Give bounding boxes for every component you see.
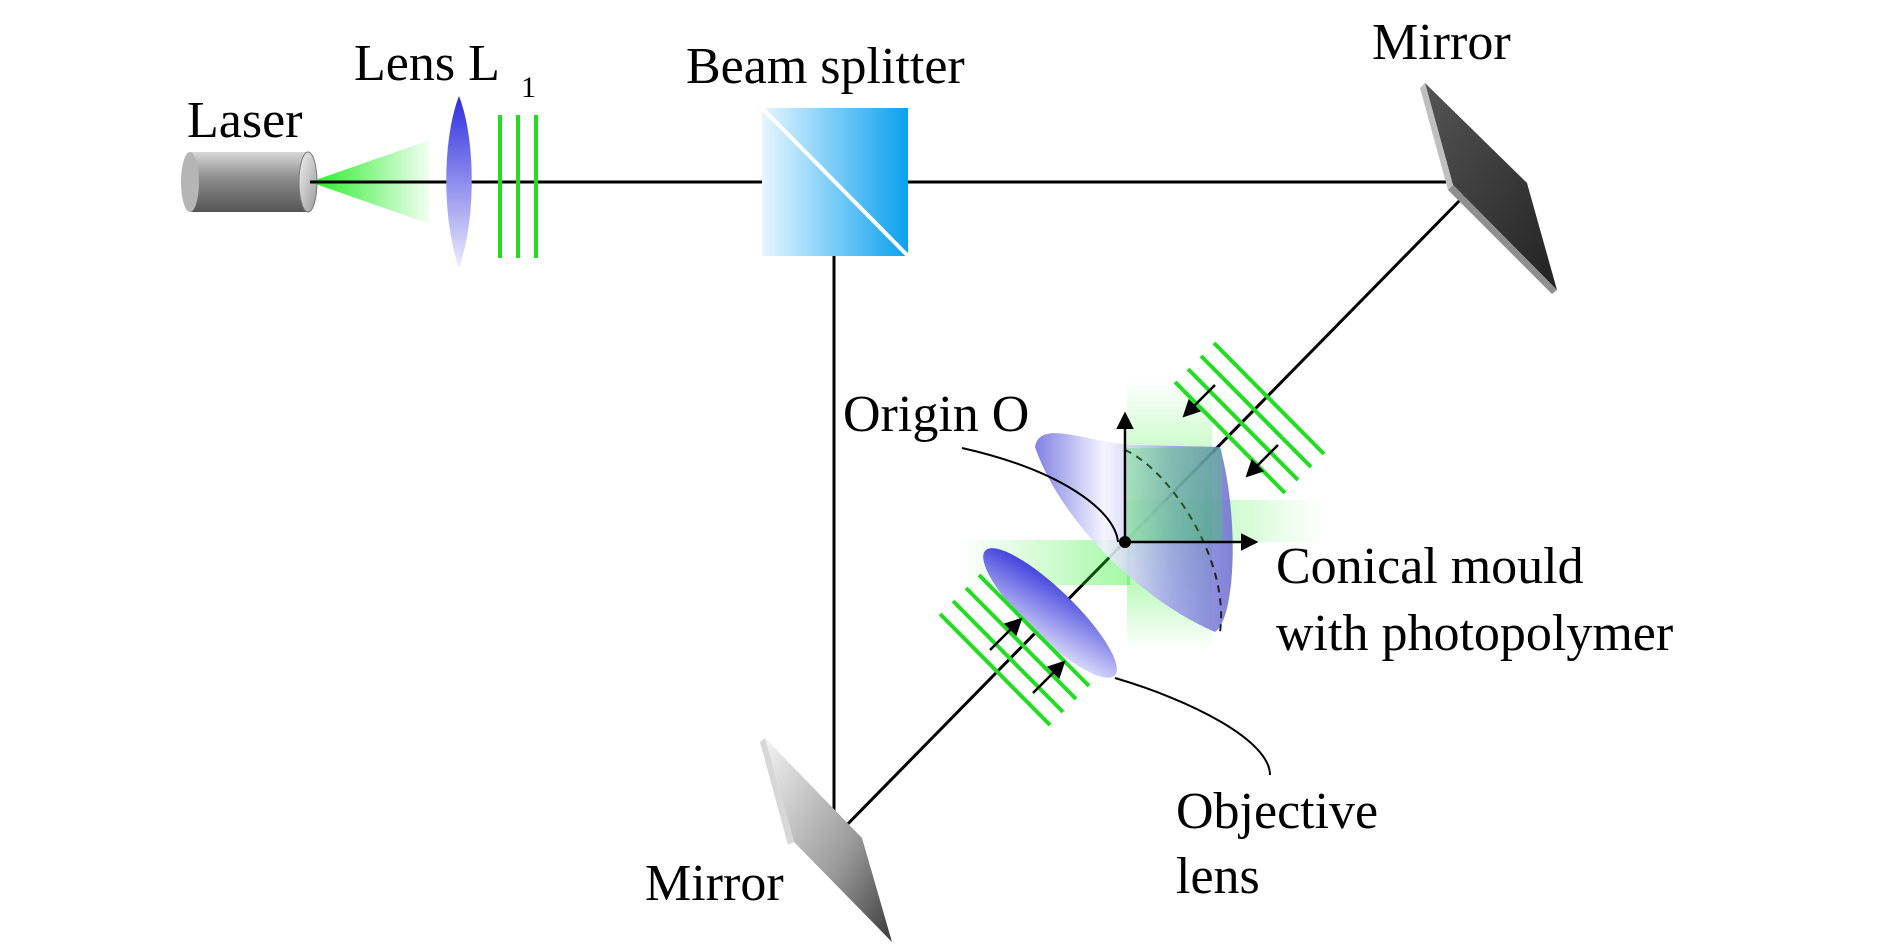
objective-lens-label-line1: Objective	[1176, 783, 1378, 840]
conical-mould	[1035, 433, 1233, 633]
beam-splitter	[760, 106, 910, 258]
laser-label: Laser	[187, 92, 302, 149]
mirror-bottom	[760, 738, 892, 942]
conical-mould-label-line2: with photopolymer	[1276, 605, 1673, 662]
propagation-arrows	[989, 384, 1279, 694]
origin-leader-line	[961, 447, 1119, 543]
wavefronts-lower	[938, 573, 1091, 727]
mirror-top	[1420, 83, 1557, 294]
lens-l1-label: Lens L	[354, 35, 500, 92]
laser-source	[181, 151, 318, 213]
mirror-bottom-label: Mirror	[645, 855, 784, 912]
conical-mould-label-line1: Conical mould	[1276, 538, 1584, 595]
origin-point	[1119, 536, 1131, 548]
origin-axes	[1116, 411, 1259, 551]
lens-l1-subscript: 1	[521, 71, 536, 104]
lens-l1	[446, 96, 472, 268]
objective-leader-line	[1114, 677, 1271, 776]
beam-splitter-label: Beam splitter	[686, 38, 965, 95]
objective-lens	[983, 548, 1117, 678]
objective-lens-label-line2: lens	[1176, 848, 1260, 905]
origin-label: Origin O	[843, 386, 1029, 443]
wavefronts-after-l1	[498, 115, 538, 258]
wavefronts-upper	[1173, 341, 1326, 495]
mirror-top-label: Mirror	[1372, 14, 1511, 71]
